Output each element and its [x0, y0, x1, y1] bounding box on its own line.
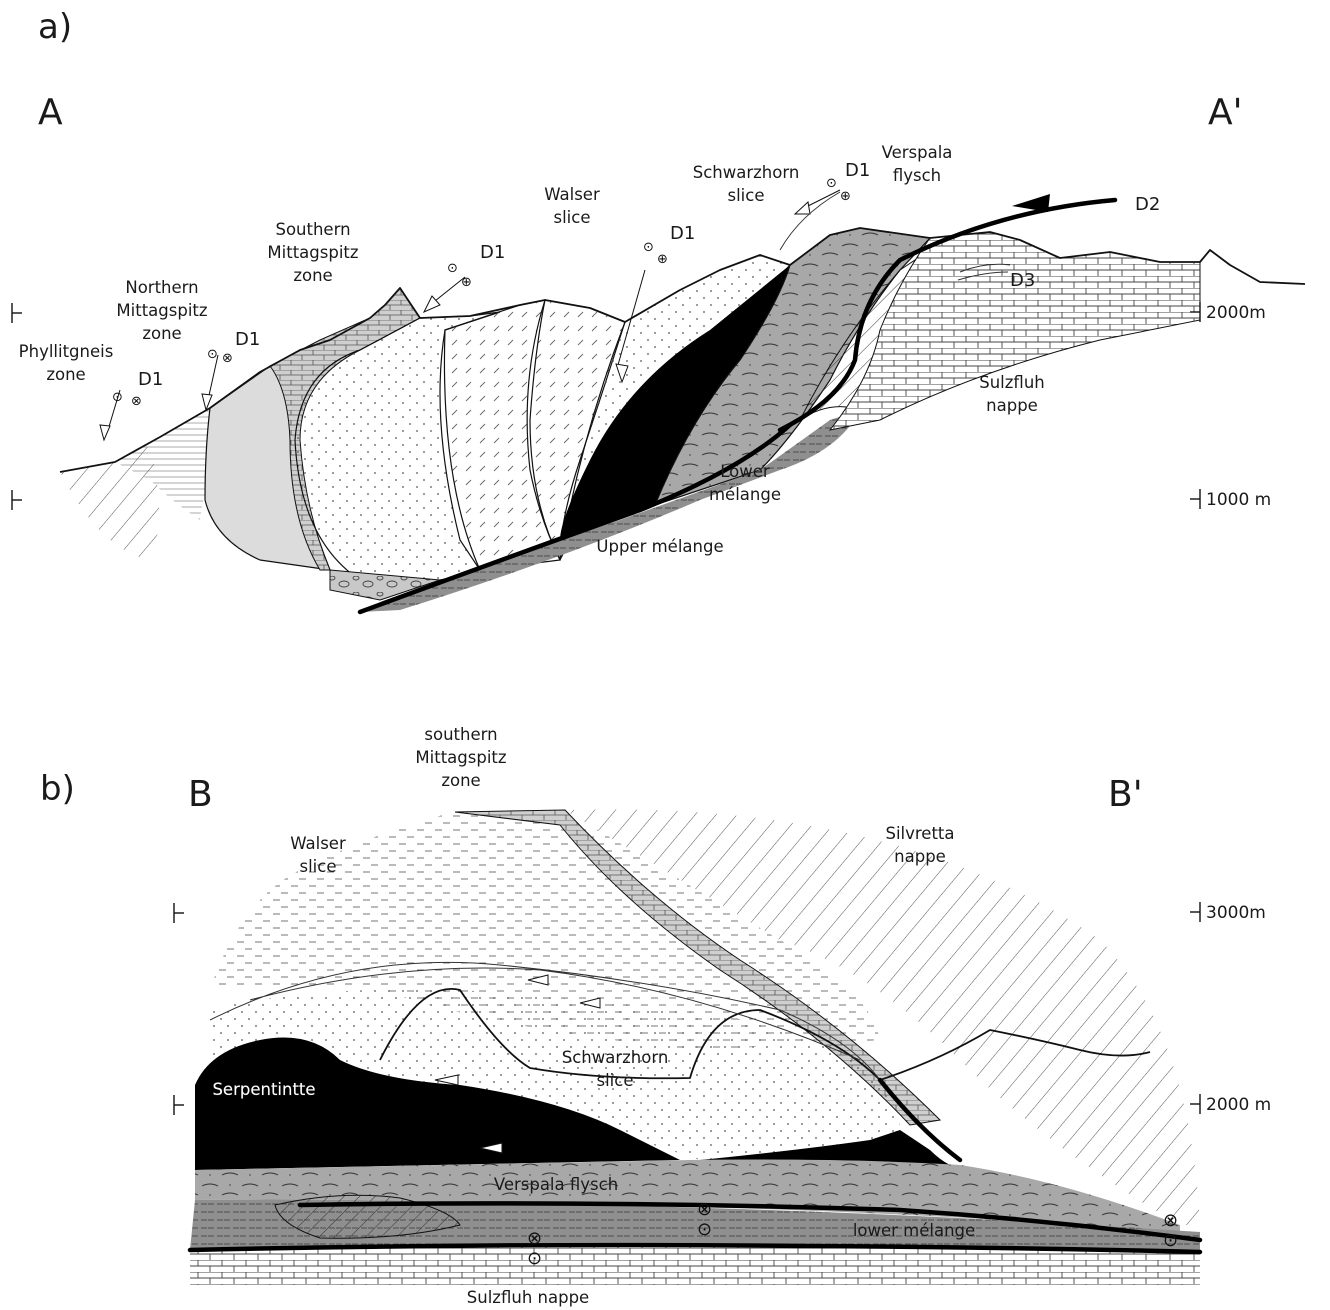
svg-text:⊙: ⊙: [643, 240, 654, 255]
label-southern-3: zone: [293, 266, 332, 285]
label-schwarzhorn-b-1: Schwarzhorn: [562, 1048, 669, 1067]
panel-a: a) A A': [12, 7, 1305, 612]
svg-text:⊙: ⊙: [207, 347, 218, 362]
svg-text:⊙: ⊙: [1163, 1230, 1178, 1251]
d1-label-northern: D1: [235, 329, 260, 350]
svg-text:⊙: ⊙: [826, 176, 837, 191]
label-schwarzhorn-2: slice: [728, 186, 765, 205]
d2-arrow-icon: [1012, 194, 1050, 212]
label-walser-1: Walser: [544, 185, 600, 204]
section-end-b-prime: B': [1108, 774, 1143, 815]
label-sulzfluh-1: Sulzfluh: [979, 373, 1044, 392]
scale-3000m-b: 3000m: [1206, 903, 1266, 923]
label-verspala-2: flysch: [893, 166, 941, 185]
svg-text:⊗: ⊗: [131, 394, 142, 409]
svg-text:⊙: ⊙: [527, 1248, 542, 1269]
svg-text:⊗: ⊗: [697, 1199, 712, 1220]
label-sulzfluh-2: nappe: [986, 396, 1038, 415]
label-southern-b-3: zone: [441, 771, 480, 790]
label-walser-2: slice: [554, 208, 591, 227]
label-southern-b-1: southern: [424, 725, 497, 744]
label-phyllitgneis-1: Phyllitgneis: [19, 342, 114, 361]
section-end-b: B: [188, 774, 213, 815]
section-end-a: A: [38, 92, 63, 133]
label-serpentinite-b: Serpentintte: [212, 1080, 315, 1099]
label-upper-melange: Upper mélange: [596, 537, 723, 556]
d1-label-walser: D1: [670, 223, 695, 244]
label-southern-2: Mittagspitz: [267, 243, 358, 262]
label-lower-melange-b: lower mélange: [853, 1221, 975, 1240]
d1-label-phyllitgneis: D1: [138, 369, 163, 390]
label-walser-b-2: slice: [300, 857, 337, 876]
section-end-a-prime: A': [1208, 92, 1243, 133]
scale-2000m-b: 2000 m: [1206, 1095, 1271, 1115]
svg-text:⊗: ⊗: [222, 351, 233, 366]
d1-label-southern: D1: [480, 242, 505, 263]
label-verspala-b: Verspala flysch: [494, 1175, 618, 1194]
label-silvretta-b-1: Silvretta: [885, 824, 954, 843]
label-sulzfluh-b: Sulzfluh nappe: [467, 1288, 589, 1307]
panel-b-letter: b): [40, 769, 75, 809]
svg-text:⊕: ⊕: [657, 252, 668, 267]
label-phyllitgneis-2: zone: [46, 365, 85, 384]
label-lower-melange-1: Lower: [720, 462, 770, 481]
label-southern-1: Southern: [275, 220, 350, 239]
label-verspala-1: Verspala: [882, 143, 953, 162]
label-schwarzhorn-1: Schwarzhorn: [693, 163, 800, 182]
label-northern-3: zone: [142, 324, 181, 343]
scale-2000m-a: 2000m: [1206, 303, 1266, 323]
d1-marker-northern: [202, 355, 218, 410]
d3-label: D3: [1010, 270, 1035, 291]
d1-marker-southern: [424, 277, 465, 312]
label-northern-1: Northern: [125, 278, 198, 297]
label-lower-melange-2: mélange: [709, 485, 781, 504]
label-northern-2: Mittagspitz: [116, 301, 207, 320]
panel-a-letter: a): [38, 7, 72, 47]
svg-text:⊙: ⊙: [447, 261, 458, 276]
svg-text:⊕: ⊕: [461, 275, 472, 290]
label-schwarzhorn-b-2: slice: [597, 1071, 634, 1090]
d1-label-schwarzhorn: D1: [845, 160, 870, 181]
sulzfluh-nappe-body-b: [190, 1246, 1200, 1285]
svg-text:⊕: ⊕: [840, 189, 851, 204]
svg-text:⊗: ⊗: [527, 1228, 542, 1249]
label-southern-b-2: Mittagspitz: [415, 748, 506, 767]
label-walser-b-1: Walser: [290, 834, 346, 853]
panel-b: b) B B': [40, 725, 1271, 1307]
scale-1000m-a: 1000 m: [1206, 490, 1271, 510]
svg-text:⊗: ⊗: [1163, 1210, 1178, 1231]
svg-text:⊙: ⊙: [112, 390, 123, 405]
label-silvretta-b-2: nappe: [894, 847, 946, 866]
svg-text:⊙: ⊙: [697, 1219, 712, 1240]
d2-label: D2: [1135, 194, 1160, 215]
